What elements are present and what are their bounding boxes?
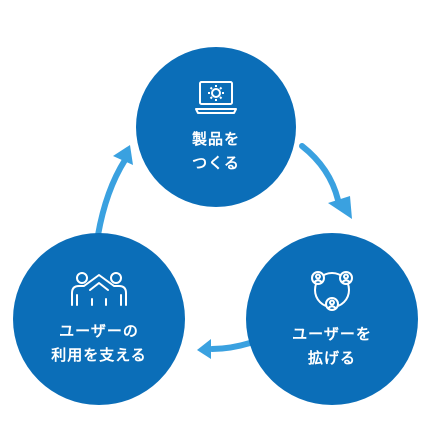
arrowhead-to-support bbox=[197, 339, 211, 359]
laptop-gear-icon bbox=[195, 81, 237, 114]
node-make-label: 製品を つくる bbox=[191, 130, 240, 172]
node-support-users: ユーザーの 利用を支える bbox=[13, 233, 185, 405]
arrow-grow-to-support bbox=[209, 340, 253, 352]
user-network-icon bbox=[311, 271, 353, 311]
node-support-label: ユーザーの 利用を支える bbox=[51, 322, 147, 364]
node-grow-users: ユーザーを 拡げる bbox=[246, 233, 418, 405]
people-handshake-icon bbox=[71, 272, 127, 306]
node-grow-label: ユーザーを 拡げる bbox=[292, 325, 372, 367]
arrow-support-to-make bbox=[95, 157, 128, 238]
node-make-product: 製品を つくる bbox=[136, 47, 296, 207]
arrow-make-to-grow bbox=[299, 143, 341, 203]
arrowhead-to-make bbox=[113, 145, 133, 165]
arrowhead-to-grow bbox=[328, 196, 352, 219]
